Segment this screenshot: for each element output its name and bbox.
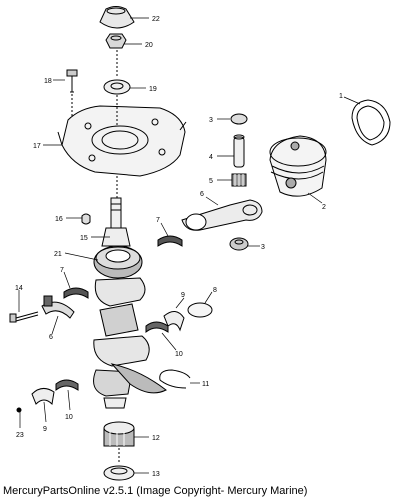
part-13-seal (103, 448, 135, 481)
callout-22: 22 (152, 16, 160, 23)
part-21-ball-bearing (93, 245, 143, 279)
part-10-lower-needle-bearing (55, 379, 79, 392)
callout-8: 8 (213, 287, 217, 294)
callout-23: 23 (16, 432, 24, 439)
crankshaft-body (93, 277, 167, 409)
callout-11: 11 (202, 381, 209, 388)
part-12-roller-bearing (103, 421, 135, 447)
part-4-piston-pin (233, 134, 245, 168)
callout-labels: 22 20 18 19 1 3 17 4 5 2 6 16 7 15 3 21 … (15, 16, 343, 478)
callout-4: 4 (209, 154, 213, 161)
part-20-nut (105, 33, 127, 49)
callout-3-lower: 3 (261, 244, 265, 251)
callout-9-upper: 9 (181, 292, 185, 299)
callout-19: 19 (149, 86, 157, 93)
part-14-bolt (9, 311, 39, 323)
callout-3-upper: 3 (209, 117, 213, 124)
part-6-connecting-rod (181, 199, 263, 231)
part-9-lower-retainer (31, 388, 55, 406)
callout-6-cap: 6 (49, 334, 53, 341)
part-7-upper-bearing-half (157, 235, 183, 247)
callout-16: 16 (55, 216, 63, 223)
callout-17: 17 (33, 143, 41, 150)
copyright-caption: MercuryPartsOnline v2.5.1 (Image Copyrig… (3, 485, 308, 497)
part-22-cap (99, 6, 135, 29)
callout-6-rod: 6 (200, 191, 204, 198)
part-18-bolt (66, 69, 78, 118)
callout-5: 5 (209, 178, 213, 185)
callout-10-lower: 10 (65, 414, 73, 421)
callout-15: 15 (80, 235, 88, 242)
part-3-upper-washer (230, 113, 248, 125)
part-8-thrust-washer (187, 302, 213, 318)
part-15-crankshaft-top (101, 197, 131, 247)
callout-14: 14 (15, 285, 23, 292)
part-17-end-cap (57, 95, 187, 198)
part-5-needle-bearing (231, 173, 247, 187)
part-1-piston-ring (351, 99, 391, 146)
callout-20: 20 (145, 42, 153, 49)
leader-lines (18, 17, 361, 474)
callout-9-lower: 9 (43, 426, 47, 433)
callout-1: 1 (339, 93, 343, 100)
part-2-piston (269, 135, 327, 197)
callout-21: 21 (54, 251, 62, 258)
part-19-seal (103, 50, 131, 95)
part-23-dowel (16, 407, 22, 413)
callout-2: 2 (322, 204, 326, 211)
part-3-lower-washer (229, 237, 249, 251)
part-7-left-bearing-half (63, 287, 89, 299)
callout-7-upper: 7 (156, 217, 160, 224)
part-11-retaining-ring (159, 369, 191, 389)
part-9-upper-retainer (163, 311, 185, 332)
callout-18: 18 (44, 78, 52, 85)
callout-13: 13 (152, 471, 160, 478)
part-10-upper-needle-bearing (145, 321, 169, 334)
part-16-key (81, 213, 91, 225)
callout-12: 12 (152, 435, 160, 442)
callout-7-left: 7 (60, 267, 64, 274)
callout-10-upper: 10 (175, 351, 183, 358)
part-6-rod-cap (41, 295, 75, 319)
